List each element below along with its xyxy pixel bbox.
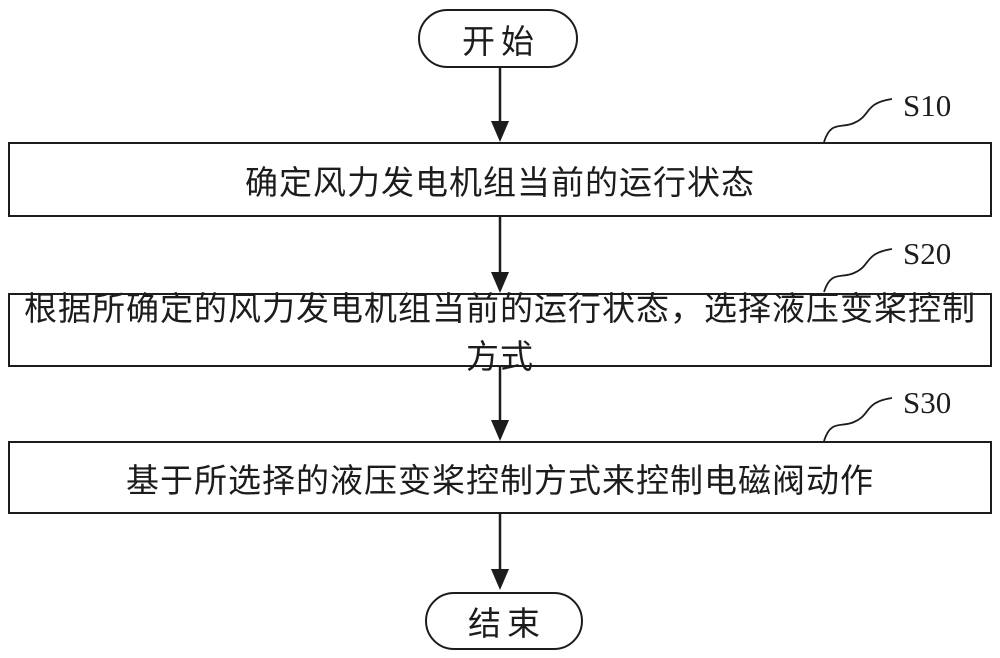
arrow-s20-to-s30 (491, 367, 509, 441)
leader-line-s30 (823, 397, 893, 442)
arrow-start-to-s10 (491, 68, 509, 142)
step-text-s20: 根据所确定的风力发电机组当前的运行状态，选择液压变桨控制方式 (24, 292, 976, 376)
leader-line-s10 (823, 98, 893, 143)
arrow-s30-to-end (491, 514, 509, 590)
start-node-label: 开始 (462, 24, 540, 61)
step-text-s30: 基于所选择的液压变桨控制方式来控制电磁阀动作 (126, 463, 874, 500)
step-label-s30: S30 (903, 385, 952, 420)
step-label-s10: S10 (903, 88, 952, 123)
end-node: 结束 (425, 592, 583, 650)
end-node-label: 结束 (468, 607, 546, 643)
arrow-s10-to-s20 (491, 217, 509, 293)
step-label-s20: S20 (903, 236, 952, 271)
step-text-s10: 确定风力发电机组当前的运行状态 (245, 165, 755, 202)
start-node: 开始 (418, 9, 578, 68)
step-box-s30: 基于所选择的液压变桨控制方式来控制电磁阀动作 (8, 441, 992, 514)
step-box-s20: 根据所确定的风力发电机组当前的运行状态，选择液压变桨控制方式 (8, 292, 992, 376)
step-box-s10: 确定风力发电机组当前的运行状态 (8, 142, 992, 217)
leader-line-s20 (823, 248, 893, 293)
